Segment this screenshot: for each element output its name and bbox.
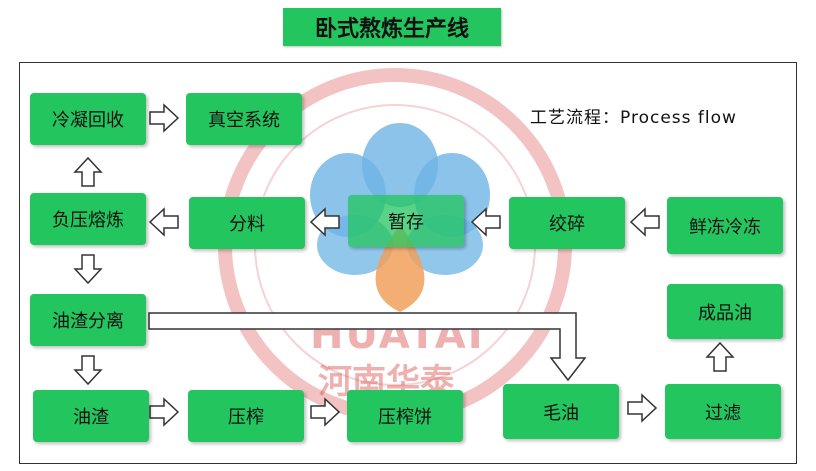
node-press-cake: 压榨饼 — [347, 390, 463, 442]
node-condense-recover: 冷凝回收 — [30, 93, 146, 145]
node-press: 压榨 — [188, 390, 304, 442]
node-grind: 绞碎 — [509, 197, 625, 249]
diagram-title: 卧式熬炼生产线 — [283, 8, 501, 46]
arrow-grind-to-storage — [471, 208, 501, 236]
node-negative-pressure-melt: 负压熔炼 — [30, 193, 146, 245]
node-fresh-frozen: 鲜冻冷冻 — [667, 197, 783, 254]
node-vacuum-system: 真空系统 — [186, 93, 302, 145]
node-oil-residue-separation: 油渣分离 — [30, 294, 146, 346]
node-temp-storage: 暂存 — [348, 195, 464, 247]
node-distribute: 分料 — [189, 197, 305, 249]
node-filter: 过滤 — [665, 384, 781, 439]
arrow-residue-to-press — [149, 398, 179, 426]
node-product-oil: 成品油 — [667, 284, 783, 339]
arrow-neg-to-separation — [74, 254, 102, 284]
arrow-press-to-cake — [310, 398, 340, 426]
arrow-separation-to-residue — [74, 355, 102, 385]
node-oil-residue: 油渣 — [33, 390, 149, 442]
diagram-frame — [19, 62, 797, 464]
arrow-filter-to-product — [706, 342, 734, 372]
arrow-separation-to-crude — [148, 312, 587, 382]
arrow-fresh-to-grind — [630, 208, 660, 236]
arrow-storage-to-distribute — [310, 208, 340, 236]
arrow-crude-to-filter — [627, 394, 657, 422]
process-flow-label: 工艺流程：Process flow — [530, 108, 737, 128]
node-crude-oil: 毛油 — [503, 384, 619, 439]
arrow-condense-to-vacuum — [149, 104, 179, 132]
arrow-neg-to-condense — [74, 157, 102, 187]
arrow-distribute-to-neg — [149, 208, 179, 236]
